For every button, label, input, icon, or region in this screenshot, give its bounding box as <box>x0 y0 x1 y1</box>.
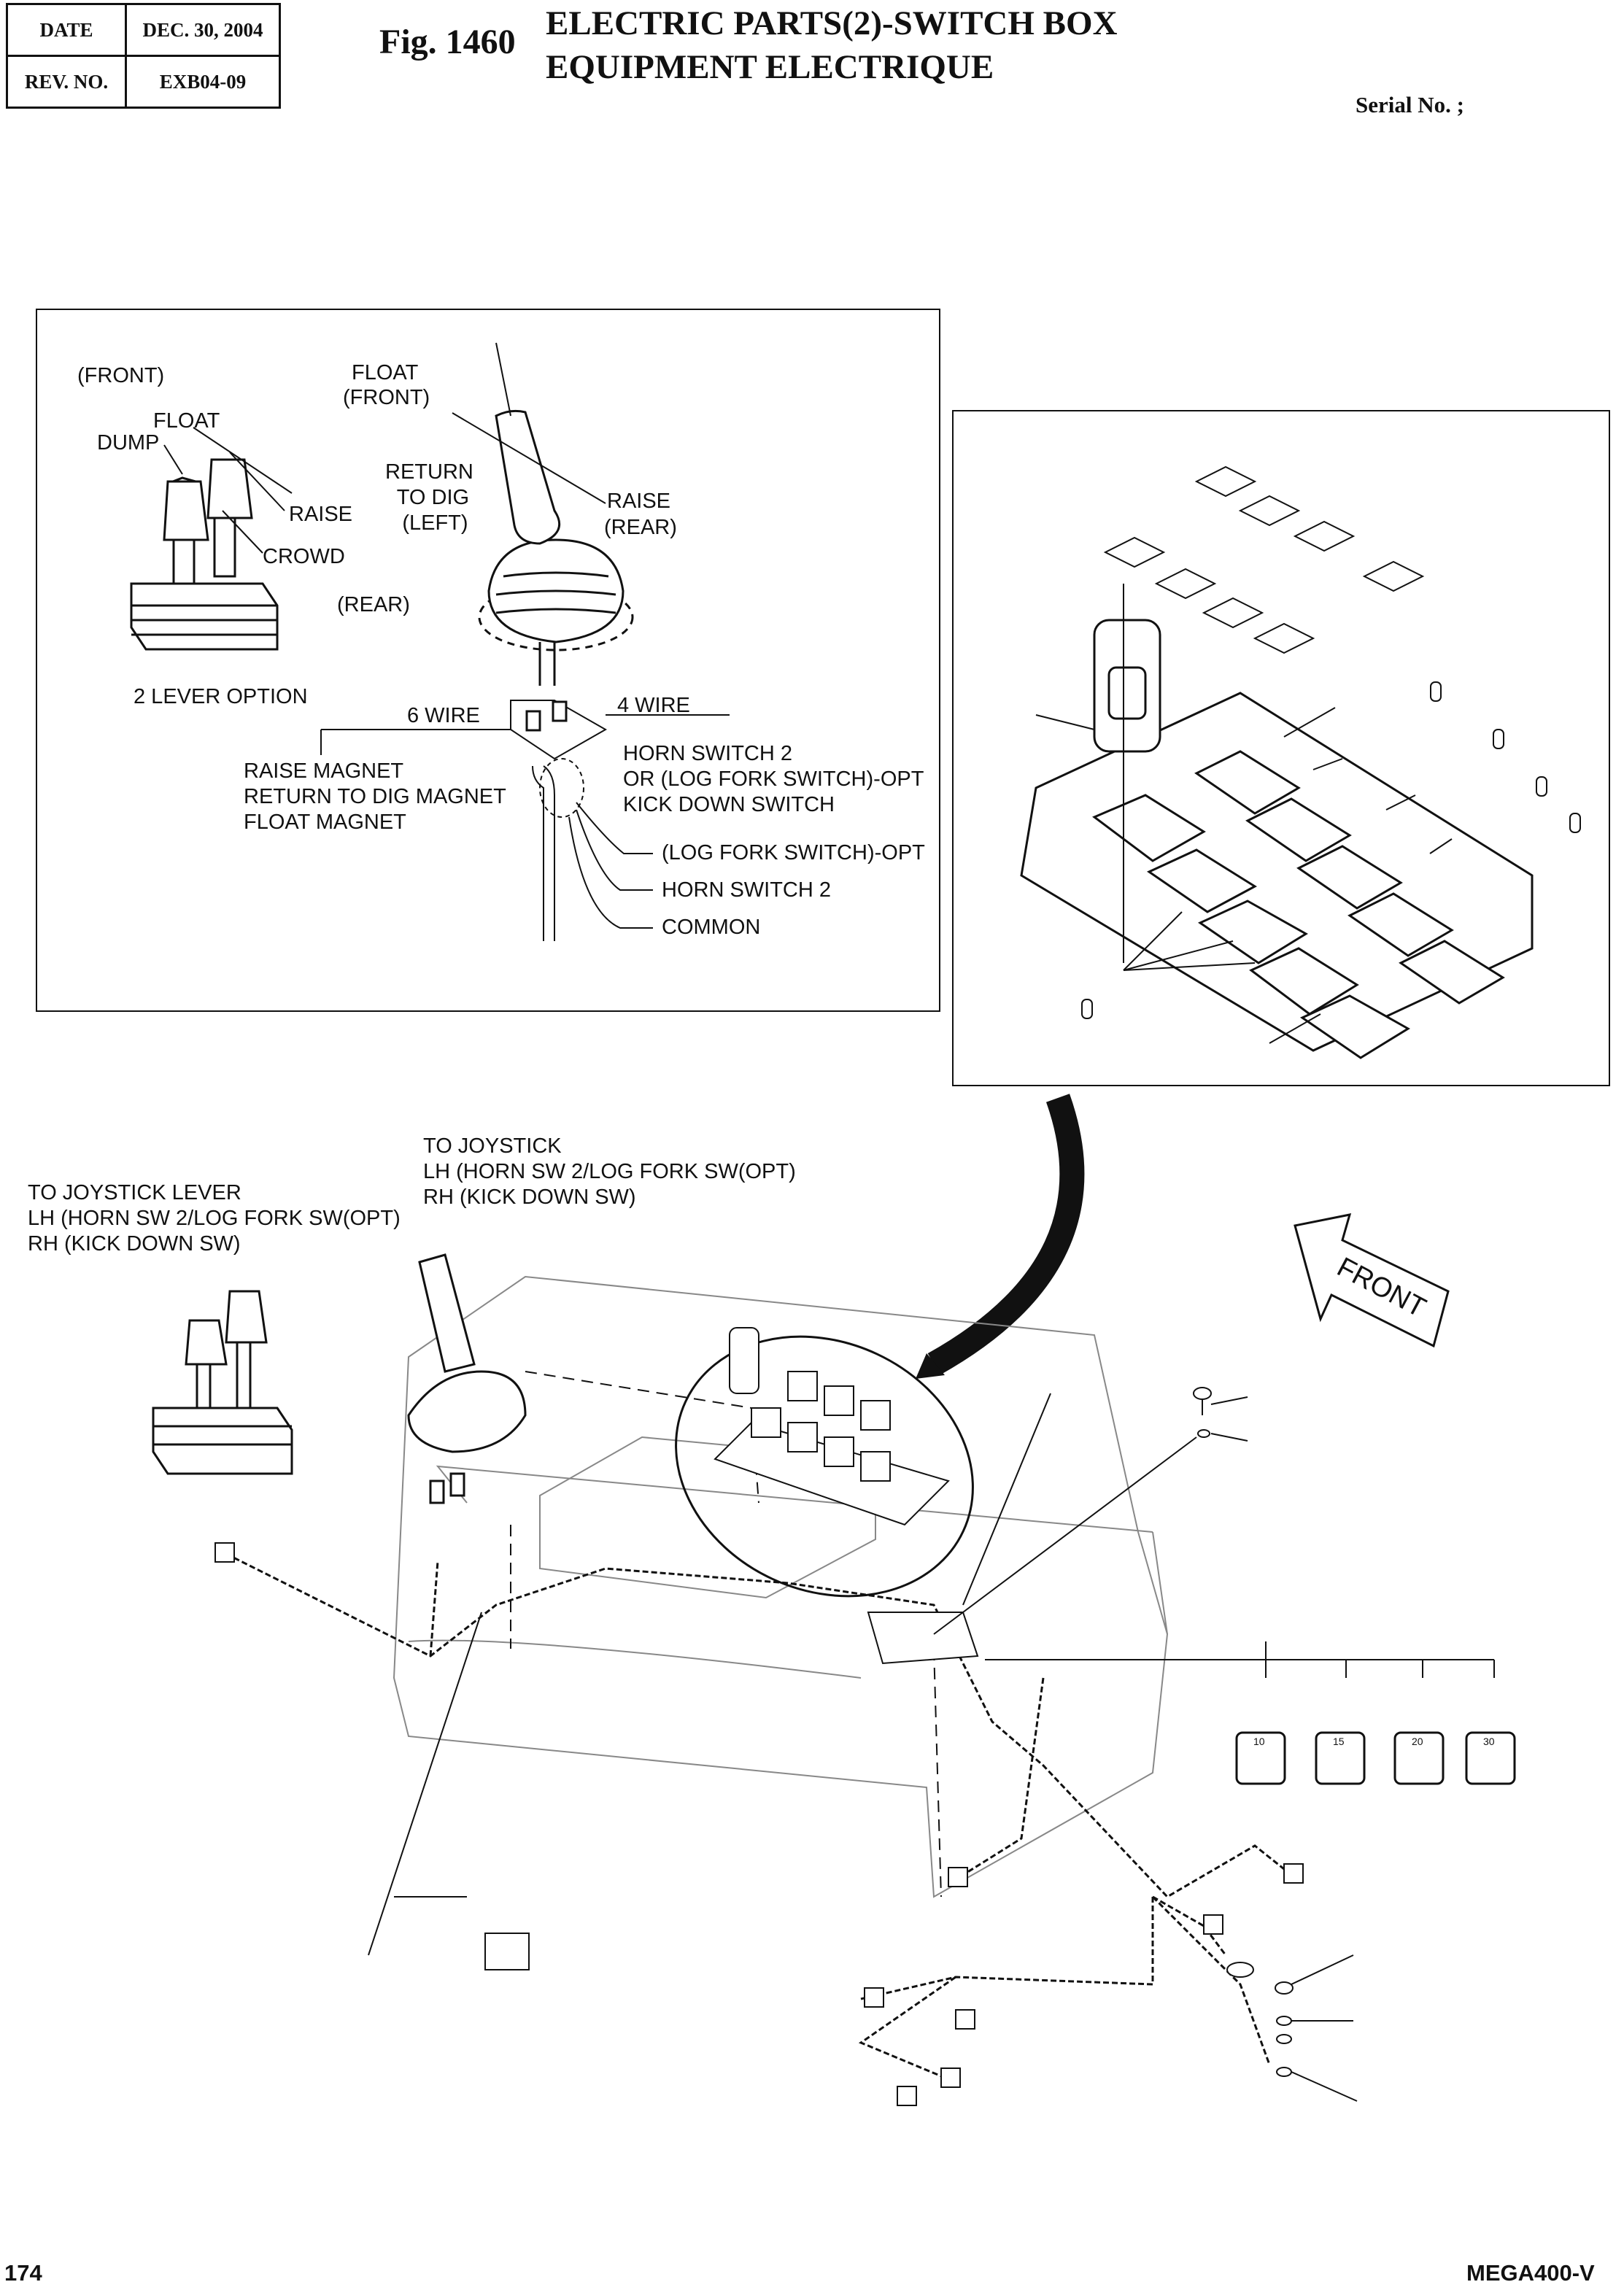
fuse-icons <box>1235 1731 1516 1785</box>
magnet-return-to-dig: RETURN TO DIG MAGNET <box>244 785 506 808</box>
harness-connectors <box>214 1542 1304 2106</box>
rev-value: EXB04-09 <box>125 55 281 109</box>
fuse-bracket <box>985 1641 1495 1678</box>
return-line-3: (LEFT) <box>402 511 468 535</box>
page-number: 174 <box>4 2260 42 2286</box>
switch-box-mini <box>714 1327 950 1526</box>
horn-block-line-3: KICK DOWN SWITCH <box>623 793 835 816</box>
to-joystick-line-2: LH (HORN SW 2/LOG FORK SW(OPT) <box>423 1160 796 1183</box>
label-float-left: FLOAT <box>153 409 220 433</box>
label-six-wire: 6 WIRE <box>407 704 480 727</box>
label-four-wire: 4 WIRE <box>617 694 690 717</box>
switch-box-highlight <box>675 1335 974 1598</box>
switch-panel-drawing <box>1020 465 1581 1059</box>
label-return-to-dig: RETURN TO DIG (LEFT) <box>385 460 473 536</box>
return-line-2: TO DIG <box>396 486 470 509</box>
label-dump: DUMP <box>97 431 160 454</box>
to-joystick-lever-line-2: LH (HORN SW 2/LOG FORK SW(OPT) <box>28 1207 401 1230</box>
switch-panel-leaders <box>1035 584 1453 1044</box>
wiring-harness <box>225 1552 1292 2081</box>
label-to-joystick-lever: TO JOYSTICK LEVER LH (HORN SW 2/LOG FORK… <box>28 1180 401 1257</box>
label-two-lever-option: 2 LEVER OPTION <box>134 685 308 708</box>
fuse-label-15: 15 <box>1333 1736 1345 1747</box>
fuse-label-30: 30 <box>1483 1736 1495 1747</box>
misc-leaders <box>368 1393 1358 2102</box>
title-line-2: EQUIPMENT ELECTRIQUE <box>546 48 994 86</box>
console-joystick <box>407 1253 527 1504</box>
front-arrow <box>1294 1213 1450 1348</box>
figure-number: Fig. 1460 <box>379 23 516 61</box>
serial-number: Serial No. ; <box>1356 92 1464 117</box>
to-joystick-line-3: RH (KICK DOWN SW) <box>423 1185 636 1209</box>
joystick-leaders <box>320 342 730 929</box>
horn-block-line-2: OR (LOG FORK SWITCH)-OPT <box>623 767 924 791</box>
magnet-float: FLOAT MAGNET <box>244 811 406 834</box>
date-label: DATE <box>6 3 127 57</box>
screw-hardware <box>1193 1387 1294 2077</box>
label-raise-joystick: RAISE <box>607 490 671 513</box>
inset-frame-right <box>952 410 1610 1086</box>
title-line-1: ELECTRIC PARTS(2)-SWITCH BOX <box>546 4 1118 42</box>
console-two-lever <box>152 1290 293 1475</box>
rev-label: REV. NO. <box>6 55 127 109</box>
label-front-left: (FRONT) <box>77 364 165 387</box>
label-float-joystick: FLOAT <box>352 361 419 384</box>
label-rear-joystick: (REAR) <box>604 516 677 539</box>
zoom-arrow-head <box>916 1353 945 1379</box>
label-rear-left: (REAR) <box>337 593 410 616</box>
fuse-label-20: 20 <box>1412 1736 1423 1747</box>
label-to-joystick: TO JOYSTICK LH (HORN SW 2/LOG FORK SW(OP… <box>423 1134 796 1210</box>
inset-frame-left <box>36 309 940 1012</box>
magnet-raise: RAISE MAGNET <box>244 759 404 783</box>
to-joystick-lever-line-1: TO JOYSTICK LEVER <box>28 1181 241 1204</box>
two-lever-drawing <box>130 458 279 651</box>
to-joystick-lever-line-3: RH (KICK DOWN SW) <box>28 1232 241 1256</box>
horn-block-line-1: HORN SWITCH 2 <box>623 742 792 765</box>
label-log-fork-switch: (LOG FORK SWITCH)-OPT <box>662 841 925 864</box>
label-crowd: CROWD <box>263 545 345 568</box>
joystick-drawing <box>478 409 634 941</box>
to-joystick-line-1: TO JOYSTICK <box>423 1134 562 1158</box>
label-raise-left: RAISE <box>289 503 353 526</box>
return-line-1: RETURN <box>385 460 473 484</box>
label-horn-block: HORN SWITCH 2 OR (LOG FORK SWITCH)-OPT K… <box>623 741 924 818</box>
label-front-joystick: (FRONT) <box>343 386 430 409</box>
label-magnets: RAISE MAGNET RETURN TO DIG MAGNET FLOAT … <box>244 759 506 835</box>
model-name: MEGA400-V <box>1466 2260 1595 2286</box>
fuse-labels: 10 15 20 30 <box>1253 1736 1495 1747</box>
label-horn-switch-2: HORN SWITCH 2 <box>662 878 831 902</box>
two-lever-leaders <box>163 427 293 554</box>
label-common: COMMON <box>662 916 761 939</box>
fuse-label-10: 10 <box>1253 1736 1265 1747</box>
header-info-table: DATE DEC. 30, 2004 REV. NO. EXB04-09 <box>6 3 281 109</box>
date-value: DEC. 30, 2004 <box>125 3 281 57</box>
page-title: ELECTRIC PARTS(2)-SWITCH BOX EQUIPMENT E… <box>546 1 1118 89</box>
zoom-arrow <box>927 1094 1085 1375</box>
